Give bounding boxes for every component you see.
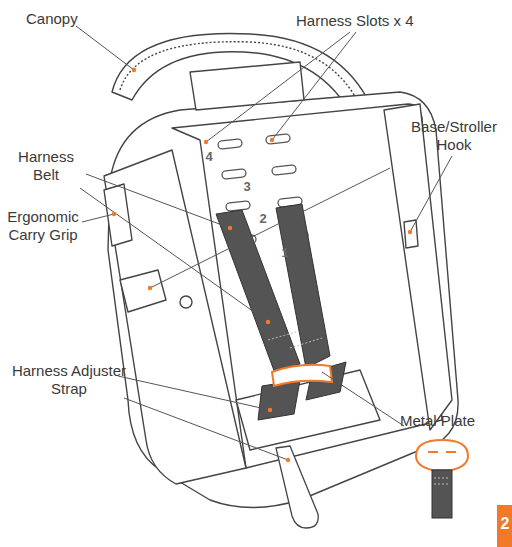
- slot-number: 3: [240, 178, 254, 196]
- leader-dot: [266, 320, 270, 324]
- part-label: Harness Belt: [6, 148, 86, 184]
- part-label: Harness Adjuster Strap: [8, 362, 130, 398]
- harness-belt-right: [276, 204, 330, 368]
- harness-straps: [216, 204, 346, 528]
- slot-number: 4: [202, 148, 216, 166]
- leader-dot: [112, 212, 116, 216]
- part-label: Ergonomic Carry Grip: [2, 208, 84, 244]
- slot: [266, 134, 291, 144]
- metal-plate-inset: [416, 440, 468, 518]
- plate-strap: [432, 470, 452, 518]
- page-number: 2: [498, 515, 512, 533]
- part-label: Base/Stroller Hook: [400, 118, 508, 154]
- leader-dot: [228, 226, 232, 230]
- slot: [222, 169, 247, 179]
- seat-shell: [104, 33, 458, 507]
- plate-strap-stitch: [434, 478, 450, 484]
- leader-dot: [270, 138, 274, 142]
- slot-number: 2: [256, 210, 270, 228]
- part-label: Harness Slots x 4: [296, 12, 446, 30]
- leader-line: [206, 32, 356, 142]
- strap-stitch: [268, 332, 322, 348]
- hook-left: [120, 270, 166, 312]
- leader-line: [76, 26, 134, 70]
- slot: [218, 139, 243, 149]
- headrest: [190, 62, 304, 110]
- slot-number: 1: [278, 244, 292, 262]
- leader-dot: [132, 68, 136, 72]
- leader-line: [322, 372, 404, 426]
- hook-pin: [180, 296, 192, 308]
- leader-line: [118, 376, 288, 460]
- metal-plate: [416, 440, 468, 470]
- leader-dots: [112, 68, 412, 462]
- leader-dot: [204, 140, 208, 144]
- leader-dot: [286, 458, 290, 462]
- leader-line: [150, 156, 452, 288]
- leader-lines: [76, 26, 452, 460]
- leader-dot: [148, 286, 152, 290]
- harness-adjuster-strap: [258, 380, 300, 420]
- hook-right: [404, 220, 418, 248]
- page-tab: [497, 505, 512, 547]
- buckle: [272, 365, 332, 386]
- leader-line: [82, 214, 114, 222]
- seat-base: [236, 370, 380, 450]
- part-label: Metal Plate: [400, 412, 500, 430]
- slot: [272, 165, 297, 175]
- slot: [226, 201, 251, 211]
- leader-line: [80, 174, 268, 322]
- side-panel-left: [104, 150, 246, 484]
- leader-dot: [268, 408, 272, 412]
- part-label: Canopy: [26, 10, 96, 28]
- leader-dot: [408, 230, 412, 234]
